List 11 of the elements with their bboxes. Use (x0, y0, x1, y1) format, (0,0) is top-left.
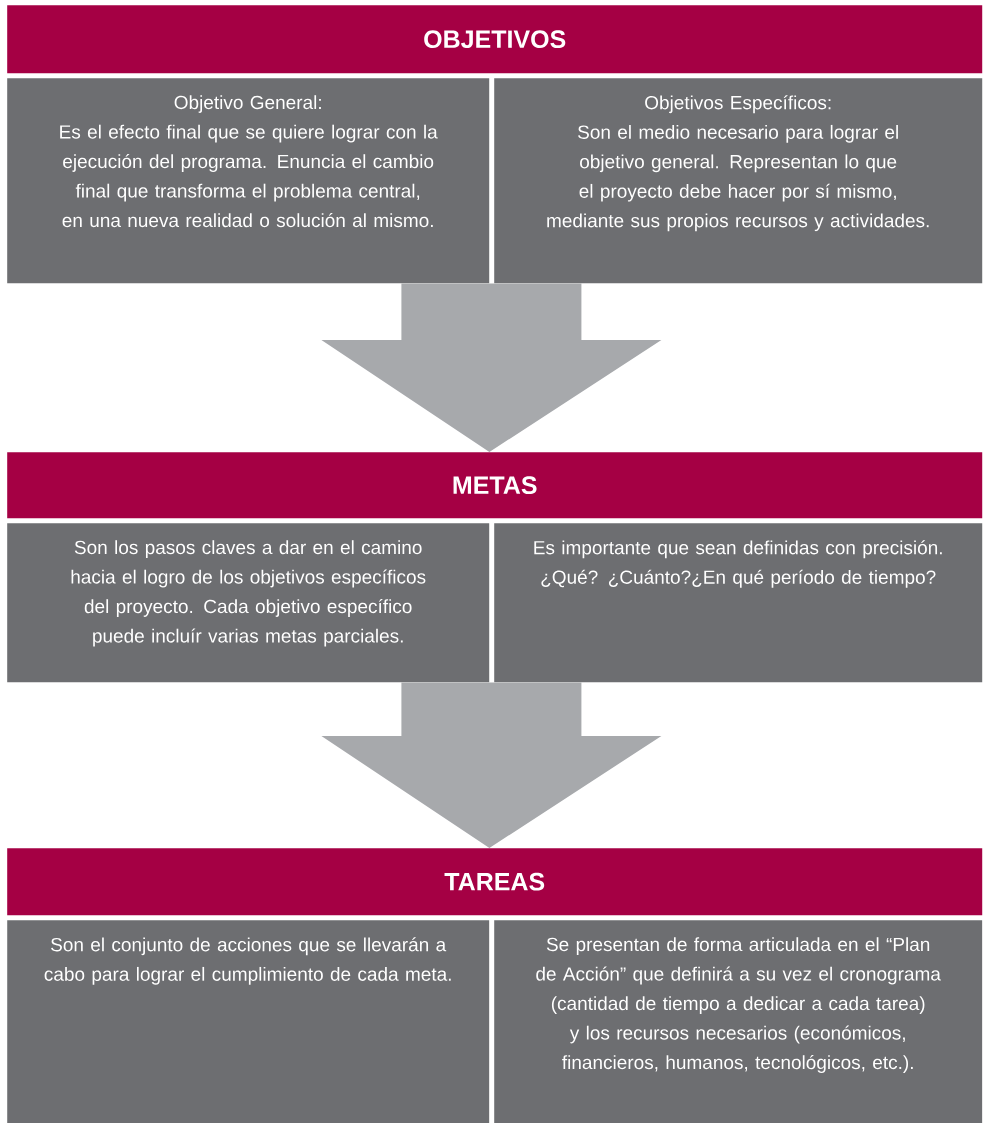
section-header: METAS (7, 452, 983, 519)
text-box: Son el conjunto de acciones que se llevarán a cabo para lograr el cumplimiento de cada meta. (7, 920, 490, 1123)
block-arrow (321, 682, 662, 848)
section-header: TAREAS (7, 848, 983, 916)
text-box: Objetivo General: Es el efecto final que se quiere lograr con la ejecución del programa. Enuncia el cambio final que transforma el problema central, en una nueva realidad o solución al mismo. (7, 78, 490, 284)
text-box: Es importante que sean definidas con precisión. ¿Qué? ¿Cuánto?¿En qué período de tiempo? (494, 523, 983, 683)
text-box: Se presentan de forma articulada en el “Plan de Acción” que definirá a su vez el cronograma (cantidad de tiempo a dedicar a cada tarea) y los recursos necesarios (económicos, financieros, humanos, tecnológicos, etc.). (494, 920, 983, 1123)
block-arrow (321, 283, 662, 452)
text-box: Son los pasos claves a dar en el camino hacia el logro de los objetivos específicos del proyecto. Cada objetivo específico puede incluír varias metas parciales. (7, 523, 490, 683)
section-header: OBJETIVOS (7, 5, 983, 74)
text-box: Objetivos Específicos: Son el medio necesario para lograr el objetivo general. Representan lo que el proyecto debe hacer por sí mismo, mediante sus propios recursos y actividades. (494, 78, 983, 284)
